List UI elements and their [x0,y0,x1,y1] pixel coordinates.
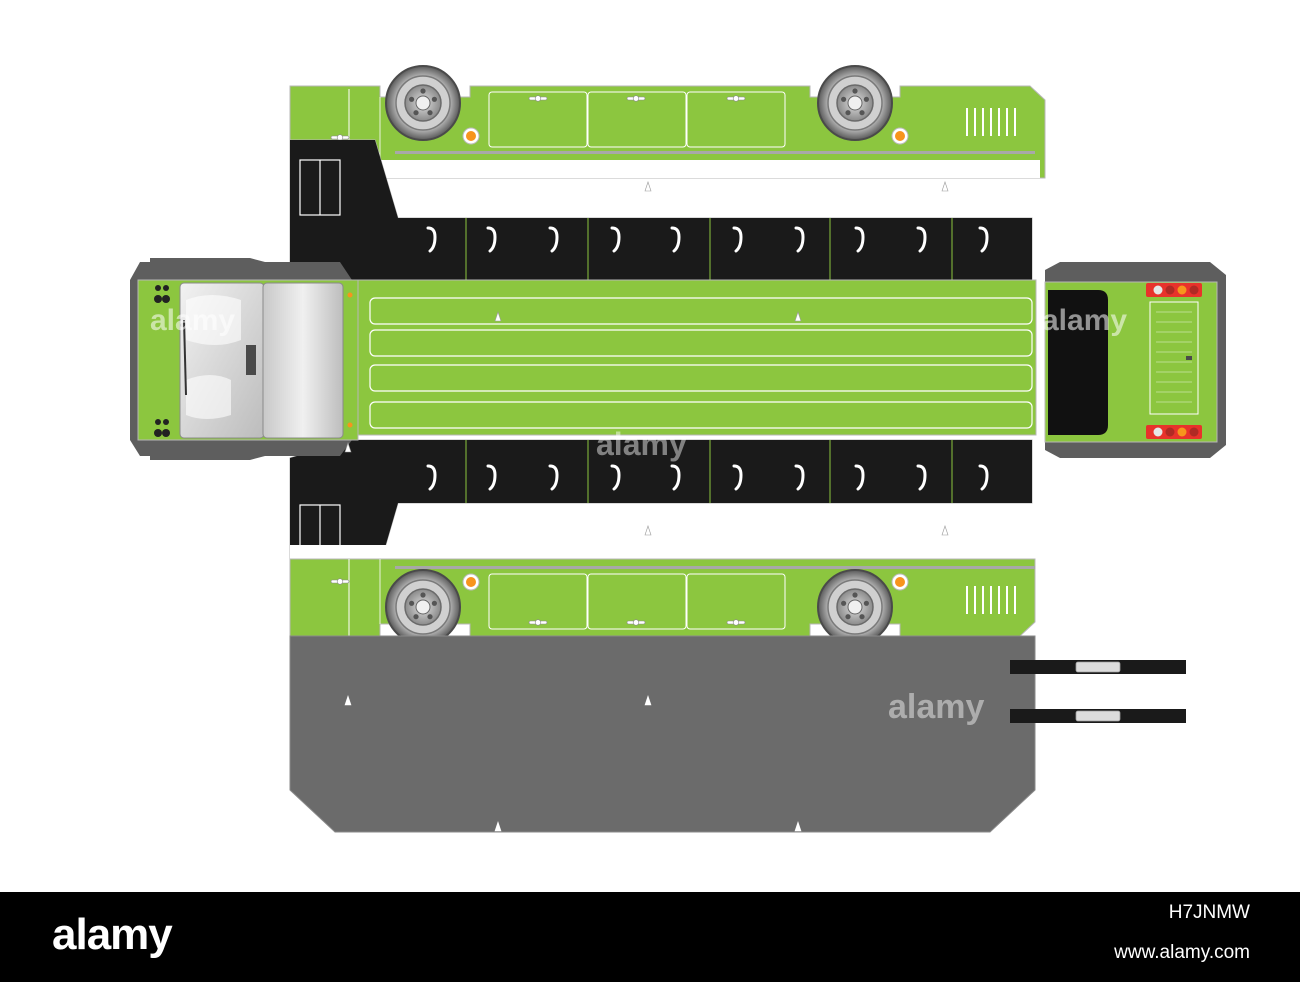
indicator-light-icon [462,573,480,591]
side-trim-stripe [395,151,1035,154]
vent-grille [966,108,1016,136]
wiper [183,319,187,396]
wheel-icon [817,65,893,141]
base-panel [289,635,1036,833]
glue-mark-icon [941,181,949,192]
headlight-icon [154,419,170,437]
mirror-icon [246,345,256,375]
footer-bar: alamy H7JNMW www.alamy.com [0,892,1300,982]
engine-hatch [1149,301,1199,415]
window-strip-top [289,139,1033,281]
papercraft-drawing: alamy alamy alamy alamy [130,65,1226,833]
tail-light-icon [1146,425,1202,439]
roof-panel [355,279,1037,436]
wheel-icon [385,65,461,141]
wheel-icon [817,569,893,645]
bumper-strips [1010,660,1186,723]
tail-light-icon [1146,283,1202,297]
brand-logo: alamy [52,910,173,959]
bus-papercraft-template: alamy alamy alamy alamy [130,65,1226,833]
front-face [130,258,359,460]
side-trim-stripe [395,566,1035,569]
rear-face [1044,262,1226,458]
headlight-icon [154,285,170,303]
glue-mark-icon [644,181,652,192]
indicator-light-icon [462,127,480,145]
watermark-text: alamy [1042,304,1127,337]
side-panel-bottom [289,558,1036,645]
image-id: H7JNMW [1168,902,1250,923]
watermarks: alamy alamy alamy alamy [150,304,1127,726]
windshield-right [262,282,344,439]
side-panel-top [289,65,1046,179]
indicator-light-icon [891,127,909,145]
watermark-text: alamy [150,304,235,337]
glue-mark-icon [941,525,949,536]
vent-grille [966,586,1016,614]
window-strip-bottom [289,439,1040,583]
watermark-text: alamy [888,688,984,726]
glue-mark-icon [644,525,652,536]
wheel-icon [385,569,461,645]
website-url: www.alamy.com [1114,942,1250,963]
rear-window [1048,290,1108,435]
indicator-light-icon [891,573,909,591]
watermark-text: alamy [596,426,687,462]
